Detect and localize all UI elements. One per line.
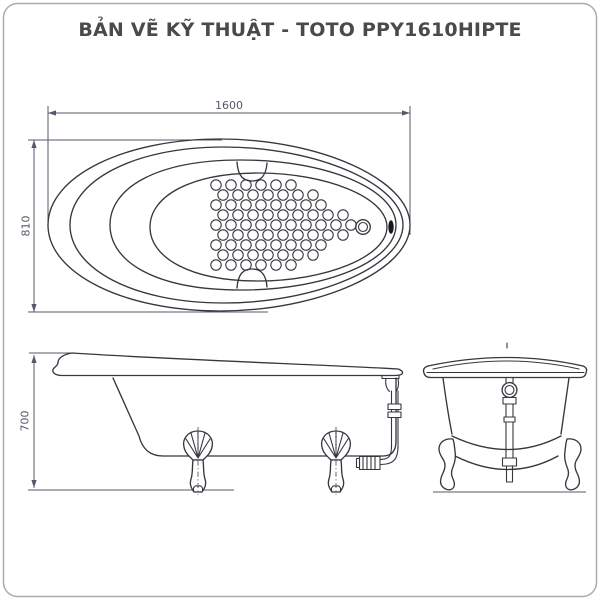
anti-slip-dot xyxy=(232,229,244,241)
anti-slip-dot xyxy=(307,209,319,221)
anti-slip-dot xyxy=(300,199,312,211)
anti-slip-dot xyxy=(285,259,297,271)
claw-foot-front xyxy=(182,426,214,496)
anti-slip-dot xyxy=(307,249,319,261)
anti-slip-dot xyxy=(232,209,244,221)
anti-slip-dot xyxy=(232,249,244,261)
claw-foot-rear xyxy=(320,426,352,496)
anti-slip-dot xyxy=(277,229,289,241)
anti-slip-dot xyxy=(277,249,289,261)
anti-slip-dot xyxy=(315,199,327,211)
anti-slip-dot xyxy=(240,179,252,191)
anti-slip-dot xyxy=(285,239,297,251)
anti-slip-dot xyxy=(330,219,342,231)
anti-slip-dot xyxy=(255,199,267,211)
anti-slip-dot xyxy=(210,259,222,271)
anti-slip-dot xyxy=(247,189,259,201)
dimension-width: 1600 xyxy=(47,99,411,235)
anti-slip-dot xyxy=(307,229,319,241)
anti-slip-dot xyxy=(255,239,267,251)
anti-slip-dot xyxy=(210,239,222,251)
anti-slip-dot xyxy=(217,229,229,241)
anti-slip-dot xyxy=(337,209,349,221)
anti-slip-dot xyxy=(270,259,282,271)
anti-slip-dot xyxy=(247,249,259,261)
anti-slip-dot xyxy=(217,189,229,201)
anti-slip-dot xyxy=(210,199,222,211)
page-title: BẢN VẼ KỸ THUẬT - TOTO PPY1610HIPTE xyxy=(78,19,522,41)
overflow-outlet xyxy=(388,220,394,234)
dimension-depth-label: 810 xyxy=(20,216,33,237)
drain-pipe xyxy=(355,377,402,471)
anti-slip-dots xyxy=(210,179,357,271)
anti-slip-dot xyxy=(315,219,327,231)
anti-slip-dot xyxy=(285,219,297,231)
anti-slip-dot xyxy=(225,219,237,231)
end-view xyxy=(422,342,588,493)
anti-slip-dot xyxy=(255,179,267,191)
anti-slip-dot xyxy=(225,179,237,191)
anti-slip-dot xyxy=(322,229,334,241)
drain-pipe-end xyxy=(501,377,518,483)
dimension-depth: 810 xyxy=(20,139,268,313)
anti-slip-dot xyxy=(262,189,274,201)
anti-slip-dot xyxy=(270,239,282,251)
anti-slip-dot xyxy=(270,179,282,191)
anti-slip-dot xyxy=(225,239,237,251)
anti-slip-dot xyxy=(247,229,259,241)
anti-slip-dot xyxy=(345,219,357,231)
anti-slip-dot xyxy=(217,249,229,261)
anti-slip-dot xyxy=(292,209,304,221)
claw-foot-left xyxy=(438,438,457,491)
drain xyxy=(355,219,371,235)
anti-slip-dot xyxy=(300,219,312,231)
anti-slip-dot xyxy=(270,219,282,231)
anti-slip-dot xyxy=(292,189,304,201)
anti-slip-dot xyxy=(240,239,252,251)
anti-slip-dot xyxy=(255,219,267,231)
anti-slip-dot xyxy=(262,209,274,221)
anti-slip-dot xyxy=(337,229,349,241)
top-view: 1600 810 xyxy=(20,99,411,313)
tub-body-profile xyxy=(112,377,397,457)
anti-slip-dot xyxy=(240,259,252,271)
anti-slip-dot xyxy=(270,199,282,211)
anti-slip-dot xyxy=(315,239,327,251)
dimension-height-label: 700 xyxy=(19,411,32,432)
anti-slip-dot xyxy=(292,229,304,241)
anti-slip-dot xyxy=(285,199,297,211)
dimension-width-label: 1600 xyxy=(215,99,243,112)
anti-slip-dot xyxy=(240,199,252,211)
anti-slip-dot xyxy=(285,179,297,191)
anti-slip-dot xyxy=(232,189,244,201)
anti-slip-dot xyxy=(307,189,319,201)
anti-slip-dot xyxy=(300,239,312,251)
anti-slip-dot xyxy=(262,249,274,261)
tub-body-end xyxy=(442,377,570,471)
anti-slip-dot xyxy=(262,229,274,241)
tub-plan-outlines xyxy=(47,138,411,312)
grip-top xyxy=(236,161,268,182)
side-view: 700 xyxy=(19,352,404,496)
claw-foot-right xyxy=(563,438,582,491)
anti-slip-dot xyxy=(210,219,222,231)
anti-slip-dot xyxy=(210,179,222,191)
anti-slip-dot xyxy=(225,259,237,271)
anti-slip-dot xyxy=(277,209,289,221)
anti-slip-dot xyxy=(247,209,259,221)
anti-slip-dot xyxy=(255,259,267,271)
anti-slip-dot xyxy=(225,199,237,211)
anti-slip-dot xyxy=(277,189,289,201)
rim-end-profile xyxy=(422,356,588,379)
anti-slip-dot xyxy=(217,209,229,221)
rim-profile xyxy=(52,352,404,377)
anti-slip-dot xyxy=(240,219,252,231)
anti-slip-dot xyxy=(322,209,334,221)
grip-bottom xyxy=(236,268,268,289)
anti-slip-dot xyxy=(292,249,304,261)
